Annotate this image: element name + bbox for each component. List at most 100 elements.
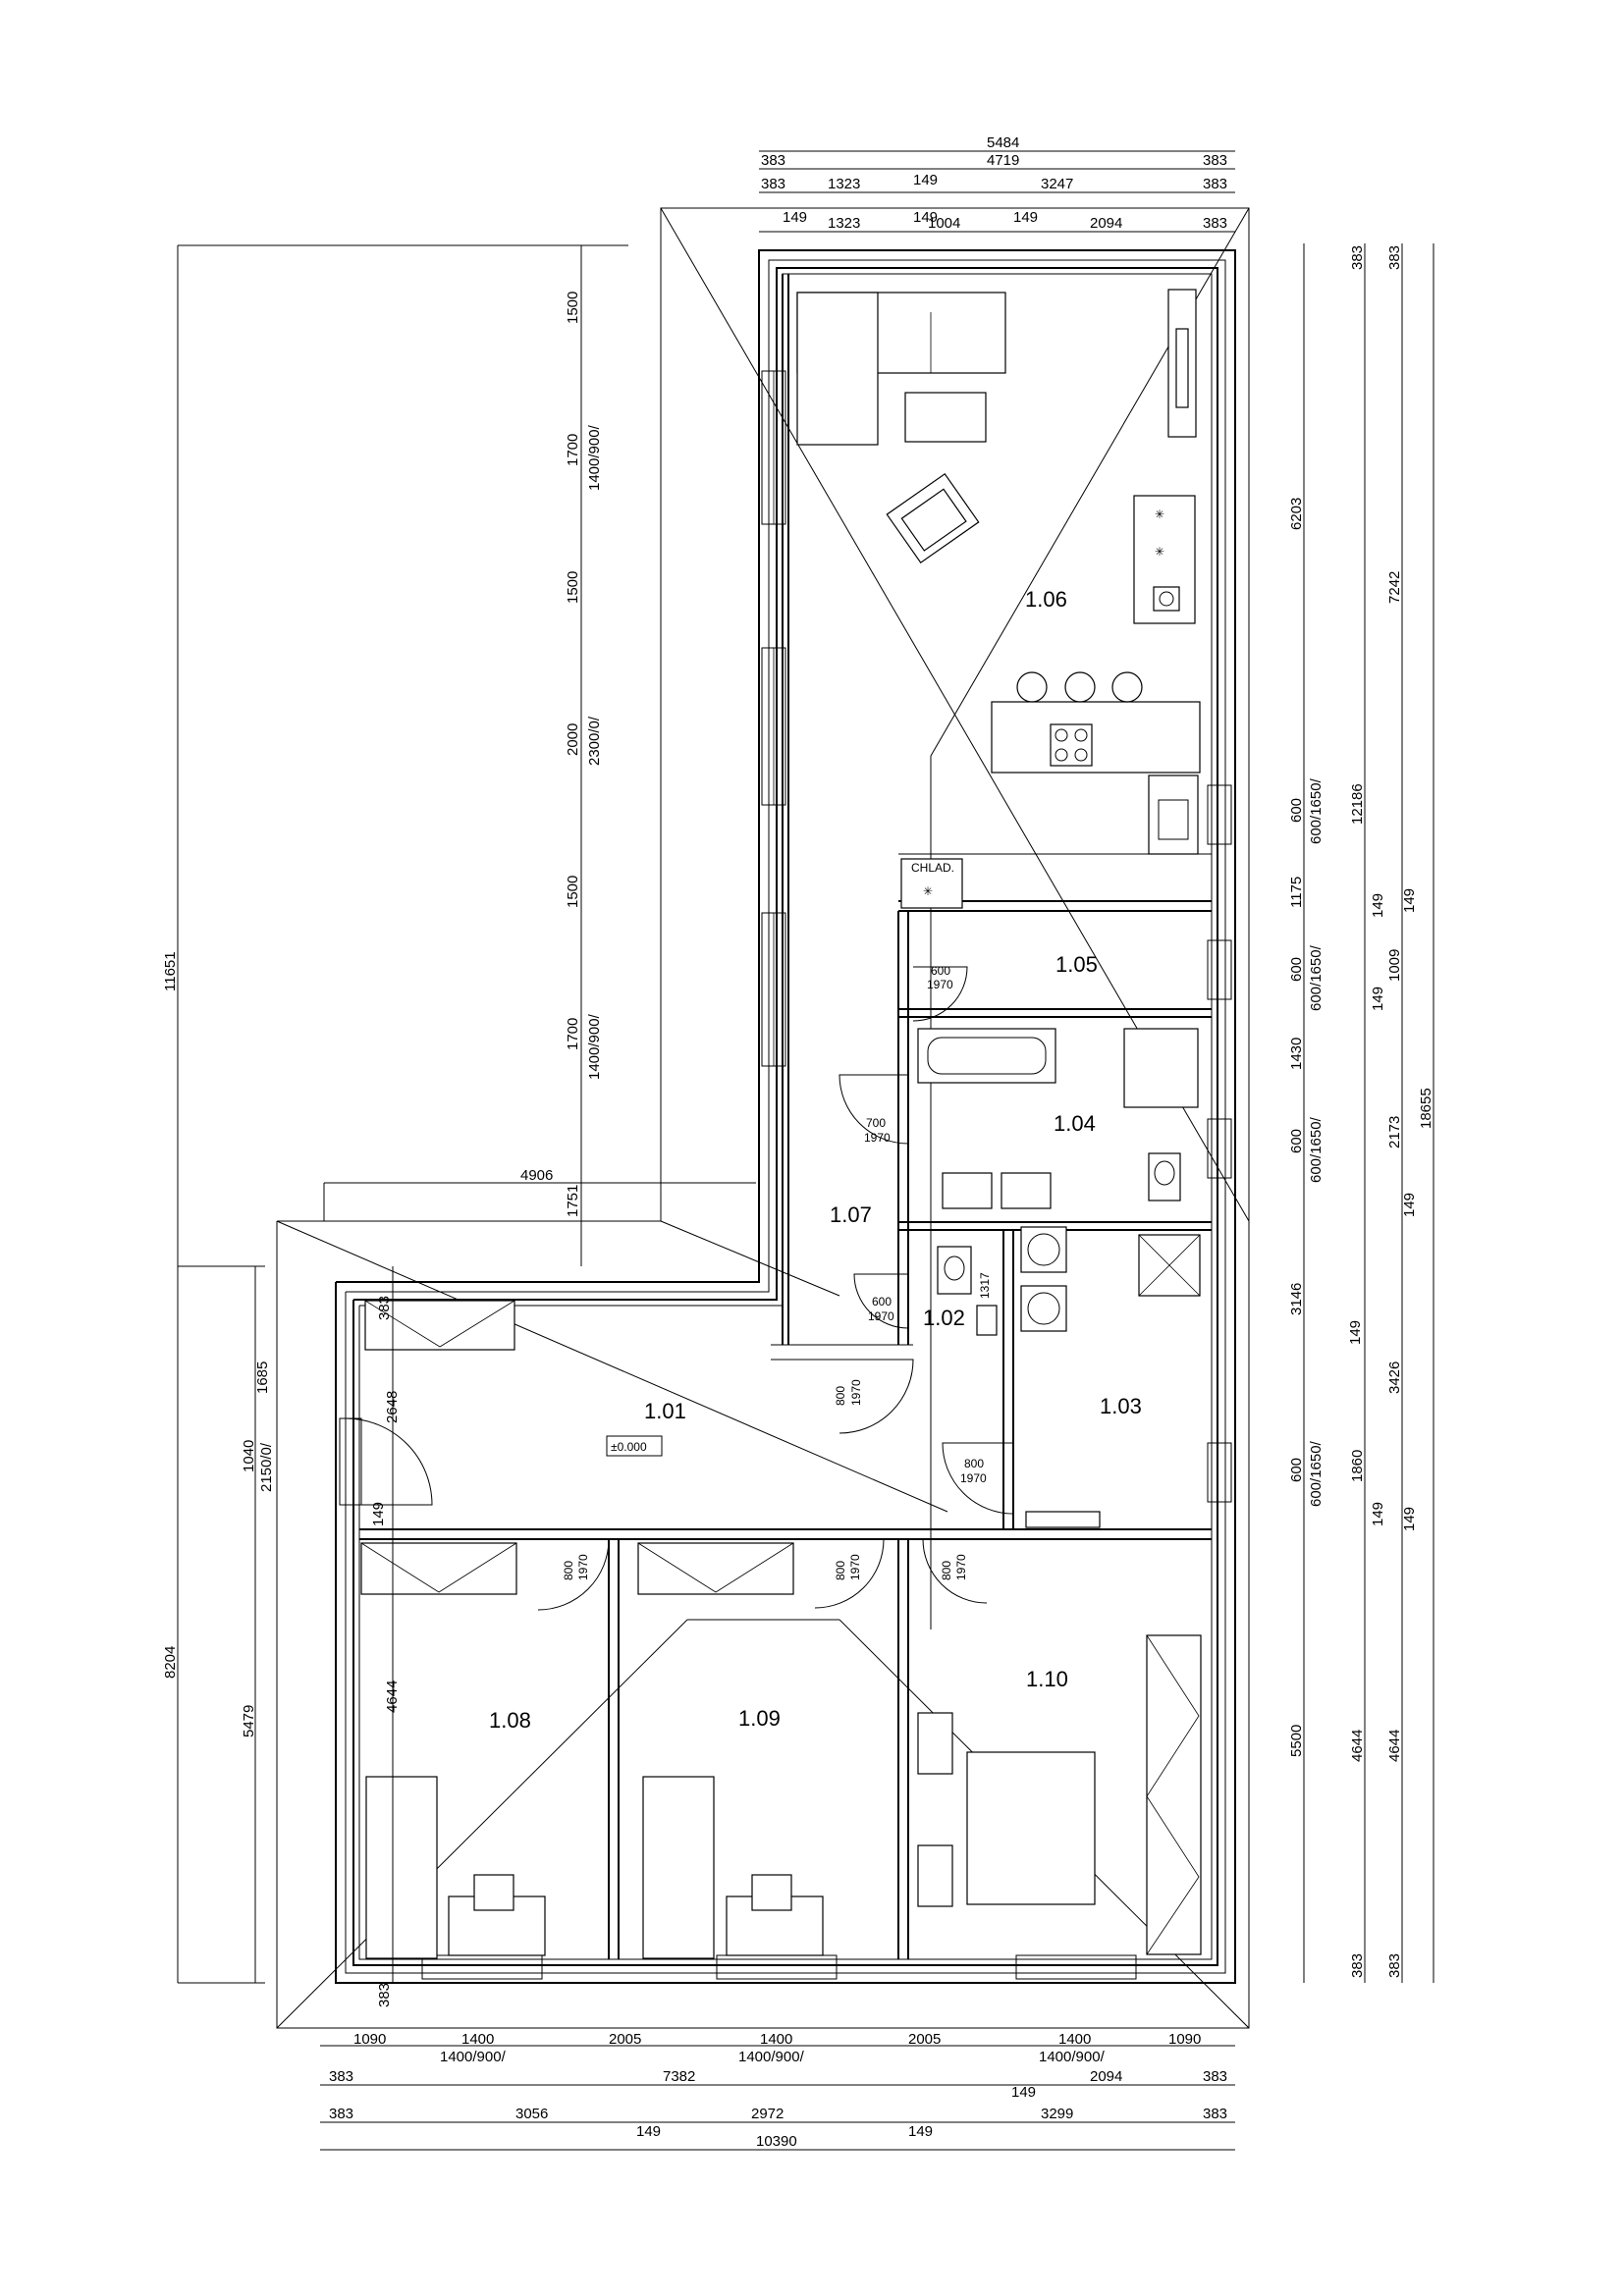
door-109 xyxy=(814,1538,885,1609)
dim-left: 1700 xyxy=(565,1018,581,1050)
dim-left: 2000 xyxy=(565,723,581,756)
chair-108 xyxy=(473,1874,514,1911)
dim-bottom: 149 xyxy=(1011,2084,1036,2101)
dim-left: 1500 xyxy=(565,292,581,324)
door-dim: 800 xyxy=(964,1457,984,1470)
kitchen-island xyxy=(991,701,1201,774)
toilet-1 xyxy=(1148,1152,1181,1201)
window-right-2 xyxy=(1207,939,1232,1000)
dim-left: 8204 xyxy=(162,1646,179,1679)
wardrobe-108 xyxy=(360,1542,517,1595)
dim-left: 1751 xyxy=(565,1185,581,1217)
doors xyxy=(345,966,1014,1611)
dim-bottom: 2005 xyxy=(908,2031,941,2048)
dim-bottom: 1400 xyxy=(1058,2031,1091,2048)
dim-bottom: 2005 xyxy=(609,2031,641,2048)
dim-top: 4719 xyxy=(987,152,1019,169)
room-label-1-04: 1.04 xyxy=(1054,1111,1096,1136)
room-label-1-01: 1.01 xyxy=(644,1399,686,1423)
dryer xyxy=(1020,1285,1067,1332)
armchair xyxy=(886,472,980,564)
dim-right: 600 xyxy=(1288,957,1305,982)
dim-right: 7242 xyxy=(1386,571,1403,604)
dim-right: 600/1650/ xyxy=(1308,777,1325,844)
dim-right: 18655 xyxy=(1418,1088,1434,1129)
dim-left: 1700 xyxy=(565,434,581,466)
door-dim: 1970 xyxy=(960,1471,987,1485)
nightstand-2 xyxy=(917,1844,953,1907)
door-dim: 700 xyxy=(866,1116,886,1130)
door-103 xyxy=(942,1442,1014,1515)
level-mark-box xyxy=(606,1435,663,1457)
dim-bottom: 1400/900/ xyxy=(440,2049,507,2065)
door-dim: 800 xyxy=(834,1386,847,1406)
dim-top: 149 xyxy=(913,172,938,188)
dim-left: 11651 xyxy=(162,951,179,991)
dim-left: 1500 xyxy=(565,876,581,908)
washbasin-1 xyxy=(942,1172,993,1209)
dim-top: 383 xyxy=(761,152,785,169)
door-dim: 1970 xyxy=(954,1554,968,1580)
dim-top: 149 xyxy=(1013,209,1038,226)
toilet-2 xyxy=(937,1246,972,1295)
chair-109 xyxy=(751,1874,792,1911)
dim-left: 1040 xyxy=(241,1440,257,1472)
dim-top: 383 xyxy=(761,176,785,192)
dim-bottom: 2972 xyxy=(751,2106,784,2122)
radiator xyxy=(1025,1511,1101,1528)
dim-left: 1500 xyxy=(565,571,581,604)
oven xyxy=(1153,586,1180,612)
door-dim: 800 xyxy=(562,1561,575,1580)
dim-right: 2173 xyxy=(1386,1116,1403,1148)
dim-bottom: 7382 xyxy=(663,2068,695,2085)
washbasin-2 xyxy=(1001,1172,1052,1209)
dim-bottom: 2094 xyxy=(1090,2068,1122,2085)
dim-bottom: 1400 xyxy=(760,2031,792,2048)
dim-bottom: 149 xyxy=(908,2123,933,2140)
dim-bottom: 383 xyxy=(1203,2068,1227,2085)
room-label-1-03: 1.03 xyxy=(1100,1394,1142,1418)
furniture: ✳ ✳ CHLAD. ✳ xyxy=(360,289,1202,1959)
dim-right: 600/1650/ xyxy=(1308,1440,1325,1507)
dim-bottom: 1090 xyxy=(353,2031,386,2048)
dim-left: 5479 xyxy=(241,1705,257,1737)
dim-bottom: 1400/900/ xyxy=(738,2049,805,2065)
dim-right: 383 xyxy=(1349,1953,1366,1978)
window-right-1 xyxy=(1207,784,1232,845)
dim-right: 600 xyxy=(1288,1458,1305,1482)
dim-bottom: 10390 xyxy=(756,2133,797,2150)
window-hall xyxy=(339,1417,362,1506)
dim-bottom: 1400/900/ xyxy=(1039,2049,1106,2065)
dim-top: 1323 xyxy=(828,176,860,192)
dim-right: 1860 xyxy=(1349,1450,1366,1482)
door-105 xyxy=(912,966,968,1022)
dim-right: 4644 xyxy=(1349,1730,1366,1762)
room-labels: 1.01 1.02 1.03 1.04 1.05 1.06 1.07 1.08 … xyxy=(489,587,1142,1733)
coffee-table xyxy=(904,392,987,443)
dim-left: 1400/900/ xyxy=(586,424,603,491)
wardrobe-110 xyxy=(1146,1634,1202,1955)
dim-bottom: 383 xyxy=(1203,2106,1227,2122)
dim-right: 600/1650/ xyxy=(1308,1116,1325,1183)
hob-mark-2: ✳ xyxy=(1155,545,1164,559)
door-dim: 1970 xyxy=(864,1131,891,1145)
dim-wing-width: 4906 xyxy=(520,1167,553,1184)
bar-stool xyxy=(1064,671,1096,703)
roof-hip-line xyxy=(276,1619,688,2029)
dim-left: 2150/0/ xyxy=(258,1442,275,1492)
dim-right: 149 xyxy=(1370,893,1386,918)
dim-right: 3146 xyxy=(1288,1283,1305,1315)
door-dim: 1970 xyxy=(848,1554,862,1580)
room-label-1-07: 1.07 xyxy=(830,1202,872,1227)
window-right-4 xyxy=(1207,1442,1232,1503)
windows xyxy=(339,370,1232,1980)
window-bottom-3 xyxy=(1015,1954,1137,1980)
dim-left: 1400/900/ xyxy=(586,1013,603,1080)
entrance-door xyxy=(345,1417,433,1506)
dim-left: 383 xyxy=(376,1983,393,2007)
dim-left: 2648 xyxy=(384,1391,401,1423)
dim-right: 1175 xyxy=(1288,877,1305,908)
door-dim: 1317 xyxy=(978,1272,992,1299)
wc-basin xyxy=(976,1305,998,1336)
wardrobe-109 xyxy=(637,1542,794,1595)
